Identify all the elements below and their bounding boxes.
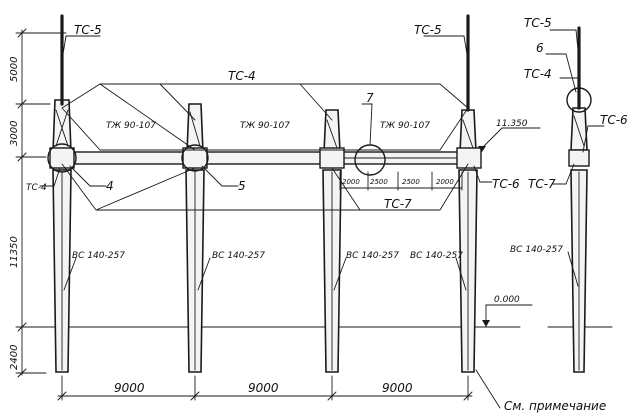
- elevation-marker-zero: [482, 304, 533, 328]
- label-span-1: 9000: [114, 381, 145, 395]
- label-num-7: 7: [366, 91, 374, 105]
- label-ts5-right: ТС-5: [524, 16, 552, 30]
- dim-2500-b: 2500: [402, 178, 420, 186]
- label-ts6-right: ТС-6: [600, 113, 628, 127]
- bracing-ts4: [61, 83, 469, 151]
- label-num-6: 6: [536, 41, 544, 55]
- label-beam-1: ТЖ 90-107: [106, 121, 156, 131]
- beam-span-1: [67, 151, 191, 165]
- vertical-dim-3000: 3000: [9, 121, 20, 146]
- label-ts7-mid: ТС-7: [384, 197, 412, 211]
- label-ts4-top: ТС-4: [228, 69, 256, 83]
- label-num-4: 4: [106, 179, 114, 193]
- label-col-4: ВС 140-257: [410, 251, 463, 261]
- label-col-3: ВС 140-257: [346, 251, 399, 261]
- bracing-ts7: [61, 163, 469, 211]
- label-num-5: 5: [238, 179, 246, 193]
- joint-3: [319, 147, 345, 169]
- column-3: [322, 169, 342, 373]
- label-col-1: ВС 140-257: [72, 251, 125, 261]
- label-col-5: ВС 140-257: [510, 245, 563, 255]
- vertical-dimension-chain: [15, 28, 67, 378]
- label-ts6-mid: ТС-6: [492, 177, 520, 191]
- dim-2000-a: 2000: [342, 178, 360, 186]
- joint-4: [456, 147, 482, 169]
- label-elev-top: 11.350: [496, 119, 528, 129]
- node-circle-4: [47, 143, 77, 173]
- label-ts4-right: ТС-4: [524, 67, 552, 81]
- column-1: [52, 169, 72, 373]
- label-note: См. примечание: [504, 399, 606, 413]
- column-4: [458, 169, 478, 373]
- label-ts4-left: ТС-4: [26, 183, 47, 193]
- label-elev-zero: 0.000: [494, 295, 520, 305]
- joint-5: [568, 149, 590, 167]
- dim-2500-a: 2500: [370, 178, 388, 186]
- column-head-3: [323, 109, 341, 153]
- vertical-dim-11350: 11350: [9, 236, 20, 268]
- joint-1: [49, 147, 75, 169]
- beam-span-2: [201, 151, 327, 165]
- joint-2: [182, 147, 208, 169]
- column-2: [185, 169, 205, 373]
- label-ts5-mid: ТС-5: [414, 23, 442, 37]
- leader-lines: [39, 29, 605, 409]
- label-ts7-right: ТС-7: [528, 177, 556, 191]
- vertical-dim-5000: 5000: [9, 57, 20, 82]
- dim-2000-b: 2000: [436, 178, 454, 186]
- sub-dimension-grid: [339, 171, 463, 191]
- label-beam-3: ТЖ 90-107: [380, 121, 430, 131]
- label-beam-2: ТЖ 90-107: [240, 121, 290, 131]
- label-span-3: 9000: [382, 381, 413, 395]
- span-dimension-line: [57, 375, 473, 401]
- label-ts5-left: ТС-5: [74, 23, 102, 37]
- vertical-dim-2400: 2400: [9, 345, 20, 370]
- elevation-marker-top: [478, 127, 541, 152]
- column-5: [570, 169, 588, 373]
- node-circle-5: [181, 144, 209, 172]
- label-col-2: ВС 140-257: [212, 251, 265, 261]
- label-span-2: 9000: [248, 381, 279, 395]
